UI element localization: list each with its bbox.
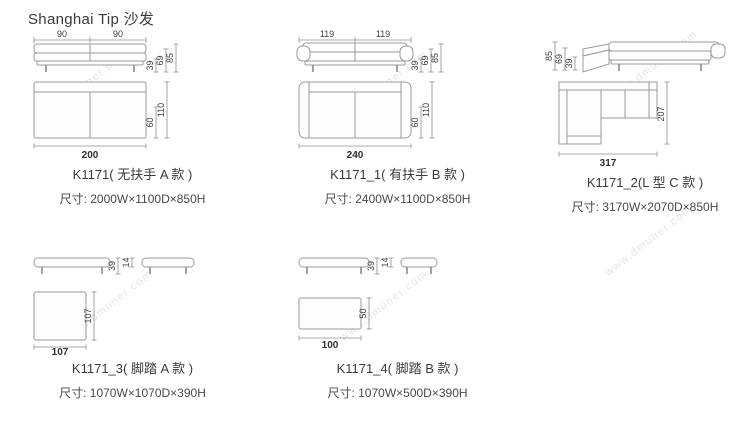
sofa-a-front-height-dims: 39 69 85	[145, 43, 179, 73]
armrest-right	[399, 45, 414, 62]
seat-cushion	[608, 50, 712, 61]
stool-b-top-view: 50 100	[298, 297, 372, 351]
dim-total-depth: 50	[358, 308, 368, 318]
dim-back-height: 69	[155, 55, 165, 65]
sofa-b-top-drawing	[298, 81, 412, 139]
dim-cushion-height: 14	[121, 257, 131, 267]
sofa-c-top-dims: 207 317	[558, 81, 670, 169]
product-sofa-b: 119 119 39 69 85	[285, 30, 510, 207]
dim-total-height: 85	[545, 51, 554, 61]
chaise-body	[582, 49, 610, 73]
sofa-a-front-drawing	[33, 43, 147, 72]
product-sofa-a: 90 90 39 69 85	[20, 30, 245, 207]
stool-b-top-drawing	[298, 297, 362, 330]
base-frame	[610, 59, 710, 65]
model-size: 尺寸: 3170W×2070D×850H	[571, 200, 719, 214]
dim-width-left: 119	[320, 30, 334, 39]
model-name: K1171_2(L 型 C 款 )	[586, 175, 704, 190]
sofa-b-top-view: 60 110 240	[298, 81, 435, 161]
dim-width-right: 90	[113, 30, 123, 39]
dim-seat-depth: 60	[410, 117, 420, 127]
stool-a-front-drawing	[33, 257, 195, 274]
dim-total-width: 107	[52, 347, 69, 356]
stool-a-top-drawing	[33, 291, 87, 341]
stool-a-front-dims: 39 14	[107, 257, 135, 275]
sofa-c-top-view: 207 317	[558, 81, 670, 169]
dim-total-width: 240	[347, 150, 364, 161]
dim-cushion-height: 14	[380, 257, 390, 267]
stool-b-top-dims: 50 100	[298, 297, 372, 351]
dim-seat-height: 39	[145, 60, 155, 70]
sofa-b-top-dims: 60 110 240	[298, 81, 435, 161]
model-name: K1171( 无扶手 A 款 )	[72, 167, 193, 182]
cushion-side	[400, 257, 438, 268]
sofa-b-front-width-dim: 119 119	[298, 30, 412, 43]
product-stool-b: 39 14 50 100 K1171_4( 脚踏 B 款 ) 尺寸: 1070W…	[285, 250, 510, 401]
stool-b-front-dims: 39 14	[366, 257, 394, 275]
dim-total-width: 100	[322, 340, 339, 351]
dim-total-width: 200	[82, 150, 99, 161]
cushion-front	[298, 257, 370, 268]
dim-total-depth: 207	[656, 106, 666, 121]
cushion-side	[141, 257, 195, 268]
dim-total-depth: 110	[156, 103, 166, 117]
dim-total-height: 85	[165, 53, 175, 63]
armrest-left	[296, 45, 311, 62]
base-frame	[304, 60, 406, 66]
model-name: K1171_4( 脚踏 B 款 )	[336, 361, 459, 376]
dim-total-width: 317	[600, 158, 617, 169]
base-frame	[36, 60, 144, 66]
dim-total-height: 85	[430, 53, 440, 63]
dim-total-depth: 107	[83, 308, 93, 323]
stool-a-top-dims: 107 107	[33, 291, 97, 356]
cushion-front	[33, 257, 111, 268]
dim-total-depth: 110	[421, 103, 431, 117]
stool-a-front-view: 39 14	[33, 257, 195, 275]
stool-b-front-view: 39 14	[298, 257, 438, 275]
sofa-b-front-view: 119 119 39 69 85	[296, 30, 444, 73]
page-title: Shanghai Tip 沙发	[28, 11, 155, 28]
product-sofa-c: 85 69 39	[545, 30, 745, 215]
stool-outline	[298, 297, 362, 330]
dim-total-height: 39	[107, 261, 117, 271]
dim-seat-height: 39	[564, 58, 574, 68]
product-stool-a: 39 14 107 107 K1171_3( 脚踏 A 款 ) 尺寸: 1070…	[20, 250, 245, 401]
sofa-c-front-drawing	[582, 41, 726, 73]
sofa-c-front-view: 85 69 39	[545, 41, 726, 73]
dim-width-right: 119	[376, 30, 390, 39]
stool-a-top-view: 107 107	[33, 291, 97, 356]
armrest-right	[710, 43, 726, 59]
dim-total-height: 39	[366, 261, 376, 271]
dim-seat-height: 39	[410, 60, 420, 70]
sofa-a-front-width-dim: 90 90	[33, 30, 147, 43]
sofa-b-front-height-dims: 39 69 85	[410, 43, 444, 73]
dim-back-height: 69	[554, 54, 564, 64]
model-size: 尺寸: 2400W×1100D×850H	[324, 192, 471, 206]
l-sofa-outline	[558, 81, 658, 145]
sofa-a-front-view: 90 90 39 69 85	[33, 30, 179, 73]
model-size: 尺寸: 1070W×1070D×390H	[59, 386, 206, 400]
sofa-a-top-view: 60 110 200	[33, 81, 170, 161]
dim-back-height: 69	[420, 55, 430, 65]
model-name: K1171_1( 有扶手 B 款 )	[330, 167, 465, 182]
sofa-a-top-drawing	[33, 81, 147, 139]
stool-b-front-drawing	[298, 257, 438, 274]
sofa-c-top-drawing	[558, 81, 658, 145]
sofa-b-front-drawing	[296, 42, 414, 72]
model-size: 尺寸: 2000W×1100D×850H	[59, 192, 206, 206]
sofa-c-front-height-dims: 85 69 39	[545, 41, 578, 71]
sofa-a-top-dims: 60 110 200	[33, 81, 170, 161]
model-name: K1171_3( 脚踏 A 款 )	[71, 361, 194, 376]
dim-seat-depth: 60	[145, 117, 155, 127]
model-size: 尺寸: 1070W×500D×390H	[327, 386, 468, 400]
dim-width-left: 90	[57, 30, 67, 39]
stool-outline	[33, 291, 87, 341]
backrest	[608, 41, 720, 52]
